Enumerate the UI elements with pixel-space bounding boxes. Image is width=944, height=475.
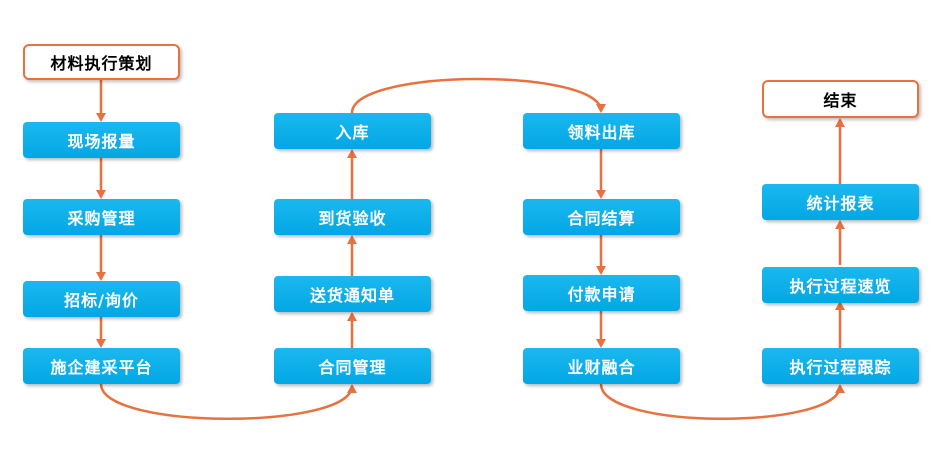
node-site-measurement: 现场报量: [23, 122, 180, 158]
curve-c3-to-c4: [599, 383, 845, 420]
node-finance-integration: 业财融合: [523, 348, 680, 384]
node-payment-request: 付款申请: [523, 275, 680, 311]
node-material-planning: 材料执行策划: [23, 44, 180, 80]
node-arrival-inspection: 到货验收: [274, 199, 431, 235]
node-purchasing-platform: 施企建采平台: [23, 348, 180, 384]
node-execution-overview: 执行过程速览: [762, 267, 919, 303]
node-warehouse-in: 入库: [274, 113, 431, 149]
node-statistics-report: 统计报表: [762, 184, 919, 220]
node-execution-tracking: 执行过程跟踪: [762, 348, 919, 384]
node-material-issue: 领料出库: [523, 113, 680, 149]
node-tender-inquiry: 招标/询价: [23, 281, 180, 317]
curve-c2-to-c3: [350, 77, 606, 114]
node-end: 结束: [762, 80, 919, 118]
curve-c1-to-c2: [99, 383, 357, 420]
node-delivery-notice: 送货通知单: [274, 276, 431, 312]
node-contract-management: 合同管理: [274, 348, 431, 384]
node-contract-settlement: 合同结算: [523, 199, 680, 235]
node-procurement: 采购管理: [23, 199, 180, 235]
